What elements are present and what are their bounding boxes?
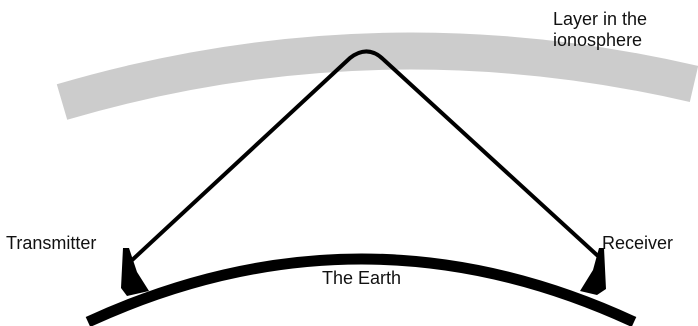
receiver-antenna bbox=[580, 248, 606, 295]
earth-label: The Earth bbox=[322, 268, 401, 289]
ionosphere-label-line1: Layer in the bbox=[553, 9, 647, 30]
transmitter-label: Transmitter bbox=[6, 233, 96, 254]
ionosphere-label: Layer in the ionosphere bbox=[553, 9, 647, 51]
ionosphere-layer bbox=[62, 51, 694, 102]
receiver-label: Receiver bbox=[602, 233, 673, 254]
ionosphere-label-line2: ionosphere bbox=[553, 30, 647, 51]
